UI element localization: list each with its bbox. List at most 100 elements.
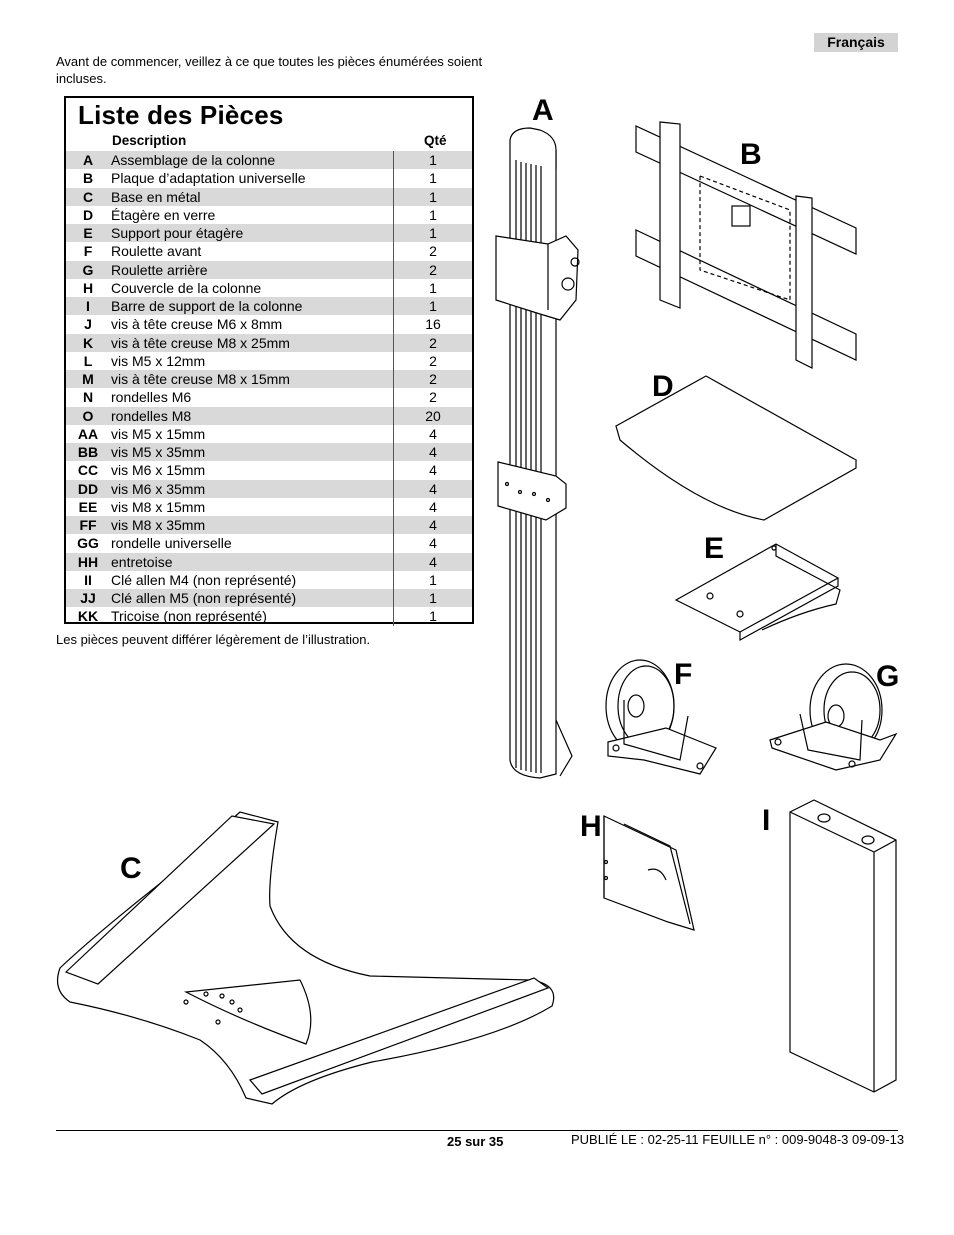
part-qty: 2: [393, 333, 472, 352]
front-caster-illustration: [605, 659, 717, 775]
part-description: vis M8 x 35mm: [111, 517, 206, 533]
part-qty: 1: [393, 169, 472, 188]
part-qty: 4: [393, 443, 472, 462]
part-description: Clé allen M4 (non représenté): [111, 571, 297, 588]
table-row: JJ Clé allen M5 (non représenté) 1: [66, 589, 472, 608]
parts-list-title: Liste des Pièces: [78, 100, 284, 130]
figure-label-i: I: [762, 804, 771, 837]
part-description: vis M6 x 35mm: [111, 480, 206, 497]
figure-label-d: D: [652, 370, 674, 403]
part-description: vis M5 x 12mm: [111, 352, 206, 369]
part-description: vis M5 x 15mm: [111, 425, 206, 442]
figure-label-h: H: [580, 810, 602, 843]
figure-label-a: A: [532, 94, 554, 127]
part-qty: 2: [393, 388, 472, 407]
part-id: AA: [77, 425, 99, 442]
support-bar-illustration: [789, 799, 897, 1093]
part-id: O: [82, 407, 94, 424]
part-id: FF: [79, 517, 97, 533]
part-id: B: [82, 170, 94, 187]
part-id: JJ: [80, 590, 96, 606]
table-row: F Roulette avant 2: [66, 242, 472, 261]
part-description: Plaque d’adaptation universelle: [111, 170, 306, 187]
metal-base-illustration: [57, 811, 555, 1105]
column-header-qty: Qté: [424, 133, 447, 148]
table-row: FF vis M8 x 35mm 4: [66, 516, 472, 535]
part-description: vis M6 x 15mm: [111, 462, 206, 479]
part-qty: 1: [393, 570, 472, 589]
part-qty: 1: [393, 297, 472, 316]
part-qty: 4: [393, 497, 472, 516]
publication-info: PUBLIÉ LE : 02-25-11 FEUILLE n° : 009-90…: [571, 1132, 905, 1147]
part-qty: 2: [393, 351, 472, 370]
part-id: G: [82, 261, 94, 278]
part-id: DD: [77, 480, 99, 497]
part-qty: 4: [393, 461, 472, 480]
part-description: entretoise: [111, 553, 173, 570]
part-id: I: [86, 298, 90, 314]
figure-label-f: F: [674, 658, 693, 691]
part-qty: 1: [393, 589, 472, 608]
part-id: H: [82, 279, 94, 296]
part-qty: 1: [393, 187, 472, 206]
part-description: Couvercle de la colonne: [111, 279, 262, 296]
part-description: rondelles M8: [111, 407, 192, 424]
column-cover-illustration: [603, 815, 695, 931]
part-id: KK: [77, 608, 99, 625]
part-qty: 20: [393, 406, 472, 425]
figure-label-c: C: [120, 852, 142, 885]
part-qty: 16: [393, 315, 472, 334]
part-id: F: [83, 243, 93, 260]
part-qty: 2: [393, 242, 472, 261]
table-row: H Couvercle de la colonne 1: [66, 278, 472, 297]
part-id: E: [83, 225, 93, 241]
part-qty: 4: [393, 552, 472, 571]
part-id: GG: [77, 535, 99, 552]
part-description: Tricoise (non représenté): [111, 608, 267, 625]
table-row: B Plaque d’adaptation universelle 1: [66, 169, 472, 188]
part-description: Roulette arrière: [111, 261, 208, 278]
part-id: M: [82, 371, 94, 387]
part-description: vis M8 x 15mm: [111, 498, 206, 515]
part-id: N: [82, 389, 94, 406]
part-id: D: [82, 206, 94, 223]
page-number: 25 sur 35: [447, 1134, 504, 1149]
part-description: rondelle universelle: [111, 535, 232, 552]
part-qty: 1: [393, 607, 472, 626]
column-header-description: Description: [112, 133, 187, 148]
part-qty: 2: [393, 370, 472, 389]
part-qty: 4: [393, 516, 472, 535]
part-id: J: [84, 316, 92, 333]
part-description: vis à tête creuse M6 x 8mm: [111, 316, 283, 333]
part-id: BB: [77, 444, 99, 460]
part-id: CC: [77, 462, 99, 479]
part-qty: 1: [393, 151, 472, 170]
part-qty: 4: [393, 534, 472, 553]
shelf-bracket-illustration: [674, 543, 841, 642]
part-description: Base en métal: [111, 188, 201, 205]
part-description: vis à tête creuse M8 x 25mm: [111, 334, 290, 351]
part-qty: 1: [393, 205, 472, 224]
part-description: Roulette avant: [111, 243, 202, 260]
part-qty: 1: [393, 278, 472, 297]
table-row: GG rondelle universelle 4: [66, 534, 472, 553]
part-id: II: [84, 571, 92, 588]
part-description: Clé allen M5 (non représenté): [111, 590, 297, 606]
language-badge: Français: [814, 33, 898, 52]
figure-label-e: E: [704, 532, 725, 565]
part-description: Support pour étagère: [111, 225, 244, 241]
